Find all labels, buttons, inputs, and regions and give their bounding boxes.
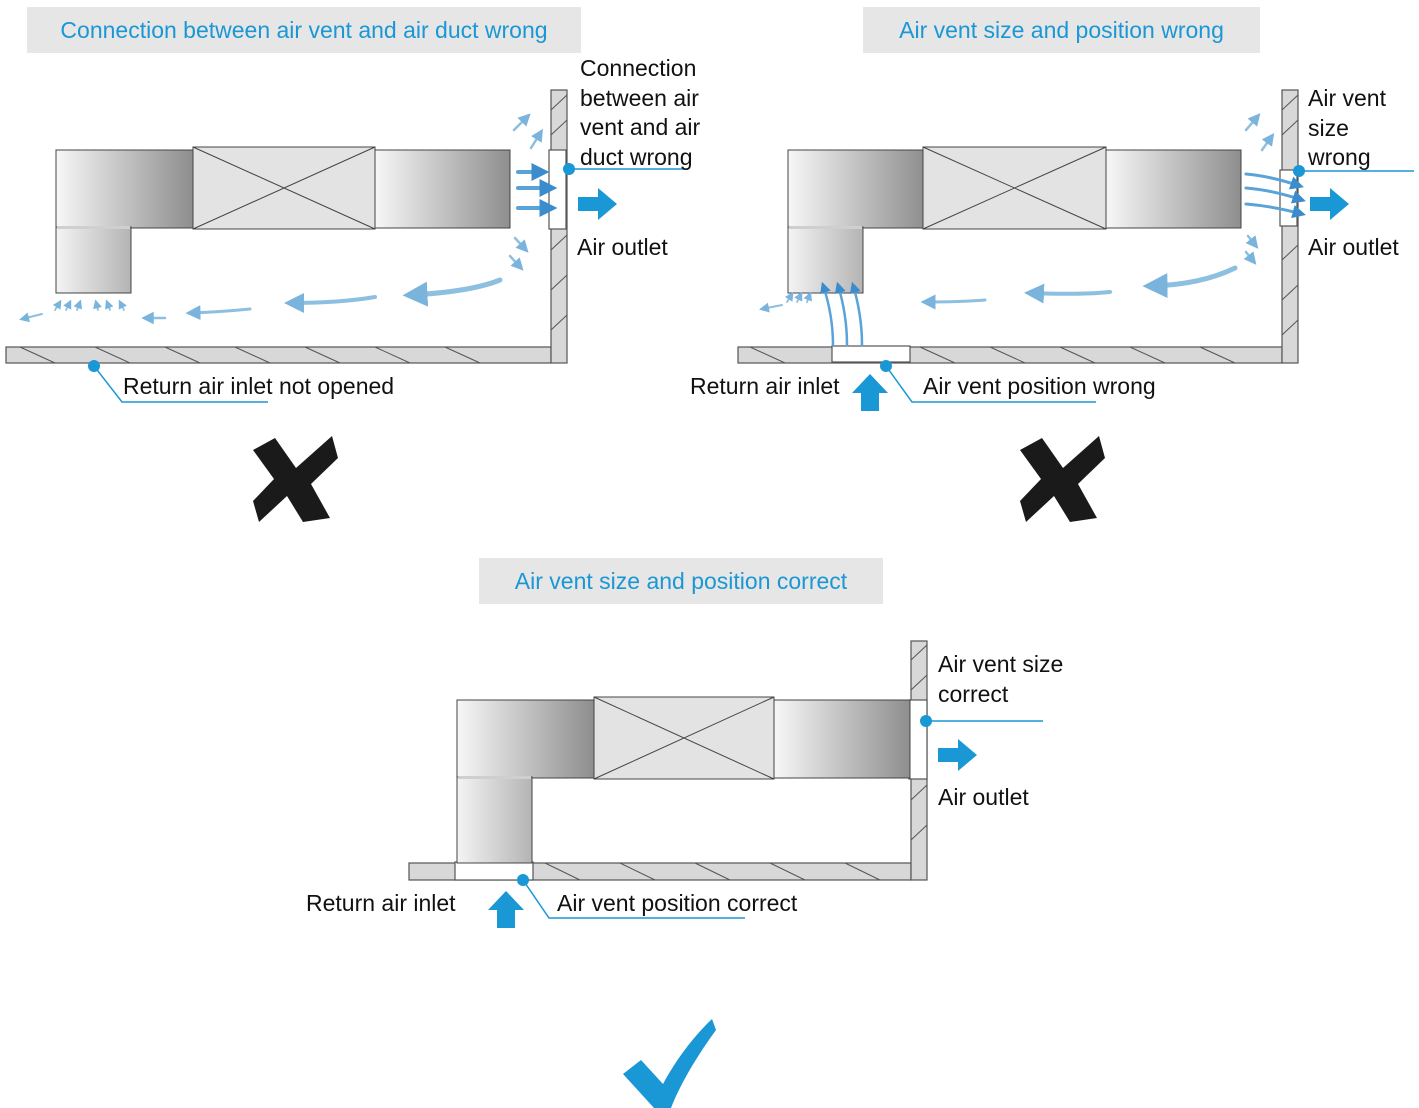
return-inlet-label: Return air inlet — [306, 890, 456, 916]
callout-connection-label: Connection between air vent and air duct… — [580, 55, 701, 170]
outlet-label: Air outlet — [1308, 234, 1399, 260]
airflow-arrows — [759, 113, 1306, 347]
callout-leaders — [93, 168, 688, 403]
air-vent-outlet — [908, 699, 928, 780]
return-arrow-icon — [488, 891, 524, 928]
air-duct-unit — [55, 146, 511, 294]
air-duct-unit — [456, 696, 911, 864]
panel-title: Air vent size and position correct — [479, 558, 883, 604]
airflow-arrows — [19, 113, 558, 325]
floor-slab — [5, 346, 552, 364]
callout-leaders — [885, 170, 1414, 403]
checkmark-icon — [623, 1019, 716, 1108]
panel-connection-wrong — [5, 89, 688, 522]
outlet-arrow-icon — [1310, 188, 1349, 220]
return-inlet-label: Return air inlet — [690, 373, 840, 399]
cross-icon — [1020, 436, 1105, 522]
outlet-arrow-icon — [938, 739, 977, 771]
outlet-arrow-icon — [578, 188, 617, 220]
panel-title: Connection between air vent and air duct… — [27, 7, 581, 53]
return-inlet-label: Return air inlet not opened — [123, 373, 395, 399]
panel-title: Air vent size and position wrong — [863, 7, 1260, 53]
outlet-label: Air outlet — [938, 784, 1029, 810]
outlet-label: Air outlet — [577, 234, 668, 260]
return-air-vent — [831, 345, 911, 363]
return-arrow-icon — [852, 374, 888, 411]
callout-position-label: Air vent position wrong — [923, 373, 1156, 399]
cross-icon — [253, 436, 338, 522]
air-duct-unit — [787, 146, 1242, 294]
floor-slab — [737, 346, 1283, 364]
callout-leaders — [522, 720, 1043, 919]
floor-slab — [408, 862, 912, 881]
panel-size-position-wrong — [737, 89, 1414, 522]
panel-correct — [408, 640, 1043, 1108]
callout-size-label: Air vent size wrong — [1308, 85, 1386, 170]
callout-size-label: Air vent size correct — [938, 651, 1064, 707]
callout-position-label: Air vent position correct — [557, 890, 798, 916]
